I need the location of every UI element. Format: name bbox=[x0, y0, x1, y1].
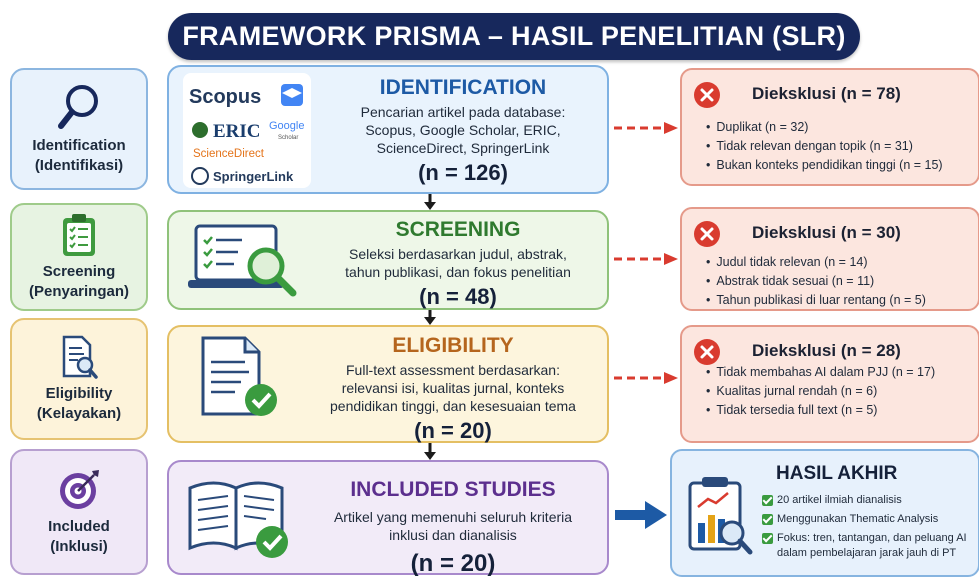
list-item-text: 20 artikel ilmiah dianalisis bbox=[777, 494, 902, 506]
logo-sciencedirect: ScienceDirect bbox=[193, 148, 265, 160]
list-item: Fokus: tren, tantangan, dan peluang AI bbox=[762, 531, 967, 546]
diagram-title-bar: FRAMEWORK PRISMA – HASIL PENELITIAN (SLR… bbox=[168, 13, 860, 60]
stage-title: IDENTIFICATION bbox=[379, 76, 547, 99]
stage-count: (n = 20) bbox=[414, 418, 492, 443]
check-icon bbox=[762, 514, 773, 525]
screening-text: SCREENING Seleksi berdasarkan judul, abs… bbox=[312, 218, 604, 311]
diagram-title: FRAMEWORK PRISMA – HASIL PENELITIAN (SLR… bbox=[182, 21, 846, 51]
database-logos-graphic: Scopus ERIC Google Scholar ScienceDirect… bbox=[189, 84, 304, 185]
check-icon bbox=[762, 495, 773, 506]
exclusion-title: Dieksklusi (n = 78) bbox=[752, 84, 901, 103]
stage-desc-line: Pencarian artikel pada database: bbox=[360, 104, 566, 120]
list-item: Duplikat (n = 32) bbox=[706, 118, 943, 137]
list-item: Abstrak tidak sesuai (n = 11) bbox=[706, 272, 926, 291]
stage-desc: Full-text assessment berdasarkan: releva… bbox=[300, 361, 606, 415]
logo-eric: ERIC bbox=[213, 121, 261, 142]
exclusion-list: Duplikat (n = 32) Tidak relevan dengan t… bbox=[706, 118, 943, 175]
document-search-icon bbox=[62, 335, 98, 379]
list-item-text: Fokus: tren, tantangan, dan peluang AI bbox=[777, 532, 967, 544]
check-icon bbox=[762, 533, 773, 544]
list-item: Judul tidak relevan (n = 14) bbox=[706, 253, 926, 272]
list-item: Tidak relevan dengan topik (n = 31) bbox=[706, 137, 943, 156]
stage-desc-line: ScienceDirect, SpringerLink bbox=[376, 140, 550, 156]
down-arrow-2 bbox=[424, 310, 436, 325]
stage-desc-line: pendidikan tinggi, dan kesesuaian tema bbox=[330, 398, 576, 414]
stage-desc-line: inklusi dan dianalisis bbox=[389, 527, 517, 543]
clipboard-icon bbox=[63, 214, 95, 256]
list-item: Kualitas jurnal rendah (n = 6) bbox=[706, 382, 935, 401]
phase-title: Eligibility bbox=[45, 385, 113, 402]
phase-subtitle: (Identifikasi) bbox=[34, 157, 124, 174]
stage-title: INCLUDED STUDIES bbox=[350, 478, 556, 501]
exclusion-title: Dieksklusi (n = 28) bbox=[752, 341, 901, 360]
list-item: Tahun publikasi di luar rentang (n = 5) bbox=[706, 291, 926, 310]
result-arrow bbox=[615, 501, 667, 529]
final-title: HASIL AKHIR bbox=[776, 463, 898, 484]
exclusion-arrow-2 bbox=[614, 253, 678, 265]
phase-subtitle: (Inklusi) bbox=[50, 538, 108, 555]
phase-subtitle: (Penyaringan) bbox=[28, 283, 130, 300]
phase-title: Included bbox=[48, 518, 110, 535]
stage-count: (n = 48) bbox=[419, 284, 497, 309]
list-item-text: Menggunakan Thematic Analysis bbox=[777, 513, 939, 525]
stage-desc-line: Artikel yang memenuhi seluruh kriteria bbox=[333, 509, 573, 525]
identification-text: IDENTIFICATION Pencarian artikel pada da… bbox=[322, 76, 604, 187]
exclusion-arrow-3 bbox=[614, 372, 678, 384]
final-result-list: 20 artikel ilmiah dianalisis Menggunakan… bbox=[762, 493, 967, 565]
target-icon bbox=[60, 470, 99, 509]
exclusion-list: Tidak membahas AI dalam PJJ (n = 17) Kua… bbox=[706, 363, 935, 420]
database-logos: Scopus ERIC Google Scholar ScienceDirect… bbox=[183, 73, 311, 188]
down-arrow-1 bbox=[424, 194, 436, 210]
stage-desc: Seleksi berdasarkan judul, abstrak, tahu… bbox=[312, 245, 604, 281]
stage-desc-line: tahun publikasi, dan fokus penelitian bbox=[345, 264, 571, 280]
report-chart-icon bbox=[688, 477, 753, 555]
stage-desc-line: Seleksi berdasarkan judul, abstrak, bbox=[349, 246, 567, 262]
phase-included: Included (Inklusi) bbox=[10, 449, 148, 575]
list-item: Bukan konteks pendidikan tinggi (n = 15) bbox=[706, 156, 942, 175]
phase-title: Screening bbox=[42, 263, 116, 280]
list-item: Tidak membahas AI dalam PJJ (n = 17) bbox=[706, 363, 935, 382]
close-icon bbox=[694, 82, 720, 108]
exclusion-box-identification: Dieksklusi (n = 78) Duplikat (n = 32) Ti… bbox=[680, 68, 979, 186]
stage-count: (n = 20) bbox=[410, 550, 496, 577]
list-item-continuation: dalam pembelajaran jarak jauh di PT bbox=[762, 546, 967, 561]
list-item: Menggunakan Thematic Analysis bbox=[762, 512, 967, 527]
list-item-text: dalam pembelajaran jarak jauh di PT bbox=[777, 547, 957, 559]
phase-screening: Screening (Penyaringan) bbox=[10, 203, 148, 311]
stage-desc-line: relevansi isi, kualitas jurnal, konteks bbox=[341, 380, 565, 396]
close-icon bbox=[694, 339, 720, 365]
exclusion-box-screening: Dieksklusi (n = 30) Judul tidak relevan … bbox=[680, 207, 979, 311]
laptop-checklist-icon bbox=[188, 224, 297, 297]
close-icon bbox=[694, 221, 720, 247]
eligibility-text: ELIGIBILITY Full-text assessment berdasa… bbox=[300, 334, 606, 445]
exclusion-title: Dieksklusi (n = 30) bbox=[752, 223, 901, 242]
exclusion-box-eligibility: Dieksklusi (n = 28) Tidak membahas AI da… bbox=[680, 325, 979, 443]
stage-desc: Pencarian artikel pada database: Scopus,… bbox=[322, 103, 604, 157]
magnifier-icon bbox=[58, 85, 98, 129]
exclusion-list: Judul tidak relevan (n = 14) Abstrak tid… bbox=[706, 253, 926, 310]
document-check-icon bbox=[201, 336, 277, 416]
final-result-box: HASIL AKHIR 20 artikel ilmiah dianalisis… bbox=[670, 449, 979, 577]
list-item: 20 artikel ilmiah dianalisis bbox=[762, 493, 967, 508]
down-arrow-3 bbox=[424, 443, 436, 460]
stage-desc: Artikel yang memenuhi seluruh kriteria i… bbox=[300, 508, 606, 544]
list-item: Tidak tersedia full text (n = 5) bbox=[706, 401, 935, 420]
included-text: INCLUDED STUDIES Artikel yang memenuhi s… bbox=[300, 478, 606, 578]
phase-title: Identification bbox=[32, 137, 126, 154]
phase-eligibility: Eligibility (Kelayakan) bbox=[10, 318, 148, 440]
phase-identification: Identification (Identifikasi) bbox=[10, 68, 148, 190]
phase-subtitle: (Kelayakan) bbox=[36, 405, 122, 422]
stage-count: (n = 126) bbox=[418, 160, 508, 185]
logo-google: Google bbox=[269, 120, 304, 132]
exclusion-arrow-1 bbox=[614, 122, 678, 134]
stage-desc-line: Scopus, Google Scholar, ERIC, bbox=[365, 122, 561, 138]
logo-springerlink: SpringerLink bbox=[213, 169, 294, 184]
logo-scopus: Scopus bbox=[189, 86, 261, 108]
stage-title: SCREENING bbox=[395, 218, 521, 241]
logo-scholar: Scholar bbox=[278, 135, 298, 141]
open-book-icon bbox=[188, 481, 288, 558]
stage-title: ELIGIBILITY bbox=[392, 334, 514, 357]
stage-desc-line: Full-text assessment berdasarkan: bbox=[346, 362, 560, 378]
